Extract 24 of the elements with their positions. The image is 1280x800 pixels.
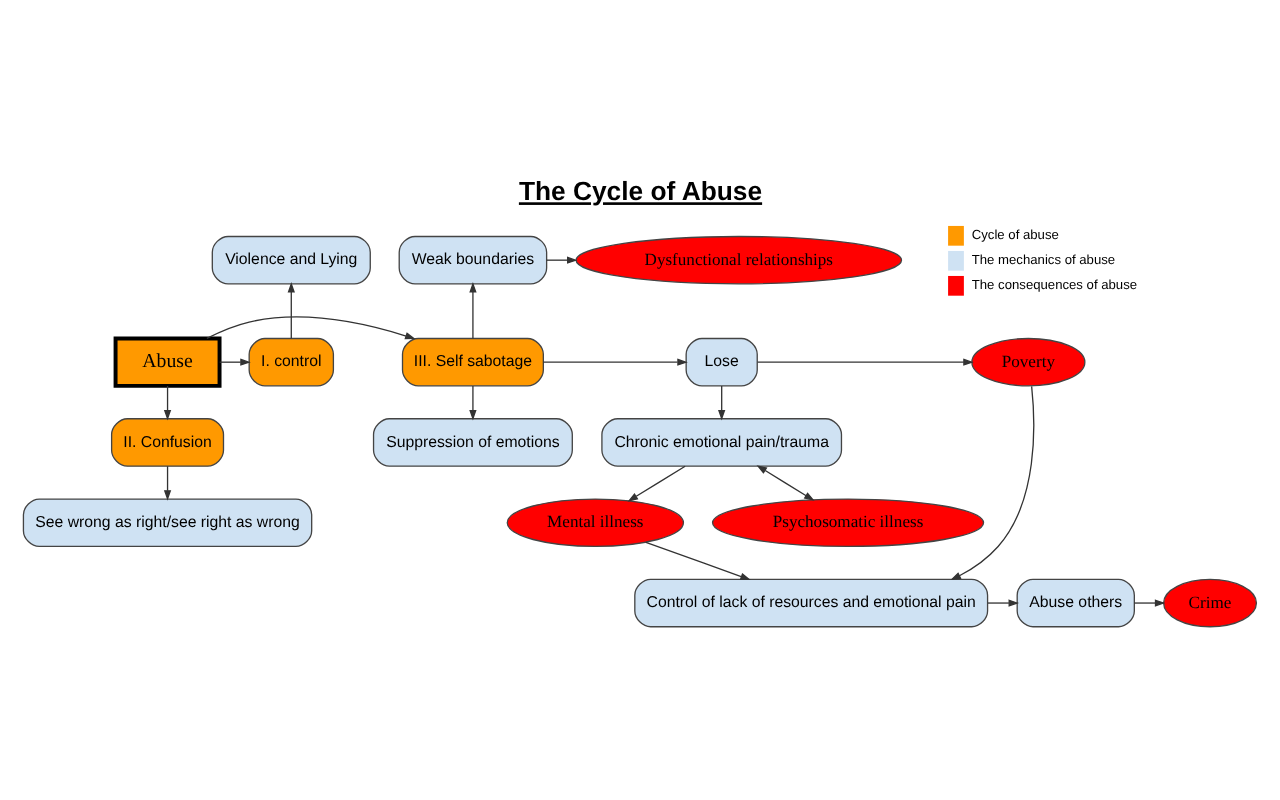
arrow bbox=[287, 281, 295, 339]
arrow bbox=[627, 464, 686, 501]
diagram-title: The Cycle of Abuse bbox=[518, 175, 763, 206]
arrow bbox=[469, 384, 477, 420]
arrow bbox=[163, 464, 172, 500]
arrow bbox=[950, 384, 1035, 580]
arrow bbox=[645, 540, 751, 579]
node-ellipse: Crime bbox=[1162, 577, 1258, 627]
node-ellipse: Dysfunctional relationships bbox=[575, 234, 903, 284]
arrow bbox=[206, 315, 416, 339]
arrow bbox=[718, 384, 726, 420]
arrow bbox=[219, 357, 251, 365]
arrow bbox=[546, 255, 578, 263]
node-ellipse: Poverty bbox=[971, 336, 1086, 386]
arrow bbox=[987, 598, 1020, 606]
node-box: Abuse bbox=[113, 335, 222, 387]
arrow bbox=[469, 281, 477, 339]
node-ellipse: Mental illness bbox=[506, 497, 685, 547]
arrow bbox=[163, 384, 172, 420]
arrow bbox=[542, 357, 688, 365]
arrow bbox=[756, 357, 974, 365]
arrow bbox=[756, 464, 815, 500]
node-ellipse: Psychosomatic illness bbox=[711, 497, 985, 547]
arrow bbox=[1133, 598, 1166, 606]
